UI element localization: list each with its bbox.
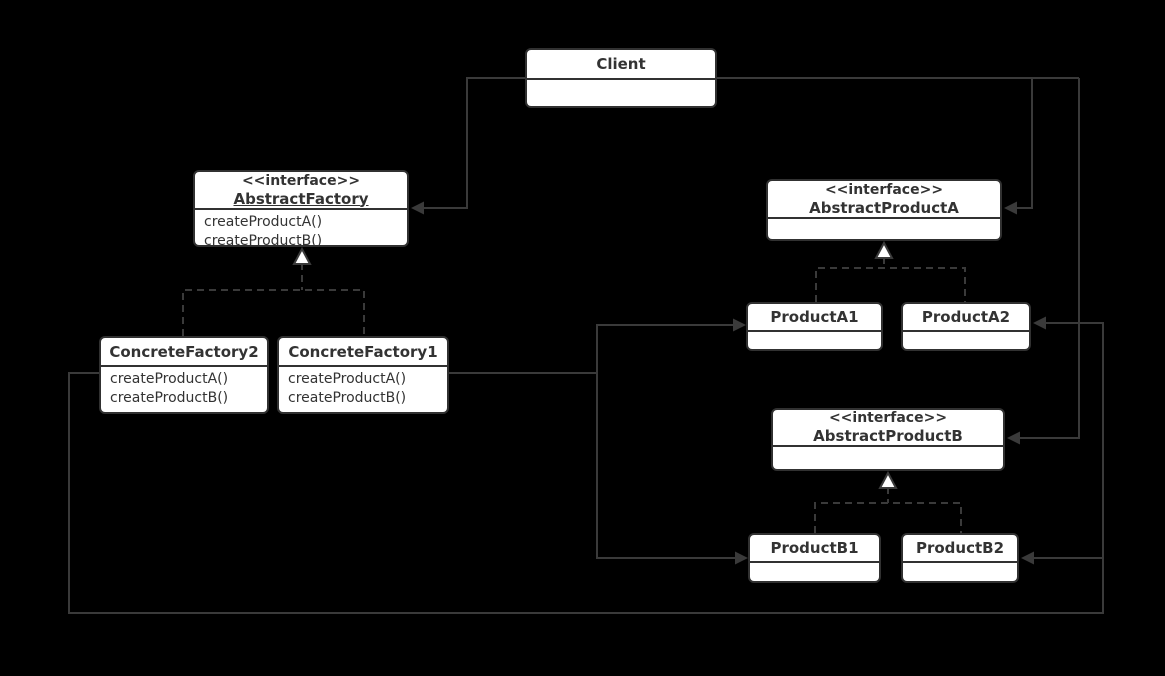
arrowhead-producta1-icon	[733, 318, 746, 332]
class-producta2[interactable]: ProductA2	[901, 302, 1031, 351]
class-producta1[interactable]: ProductA1	[746, 302, 883, 351]
class-producta2-header: ProductA2	[903, 304, 1029, 332]
class-abstractproductb-name: AbstractProductB	[813, 427, 963, 445]
class-producta2-name: ProductA2	[921, 308, 1011, 326]
class-abstractproducta-name: AbstractProductA	[809, 198, 959, 217]
edge-concretefactory1-to-productb1	[596, 373, 735, 559]
method-createproducta: createProductA()	[204, 214, 323, 230]
edge-concretefactory1-to-producta1	[596, 324, 733, 373]
class-concretefactory2-name: ConcreteFactory2	[109, 342, 259, 361]
arrowhead-productb1-icon	[735, 551, 748, 565]
class-productb1-header: ProductB1	[750, 535, 879, 563]
class-concretefactory1-name: ConcreteFactory1	[288, 342, 438, 361]
class-abstractproducta[interactable]: <<interface>> AbstractProductA	[766, 179, 1002, 241]
class-abstractproducta-header: <<interface>> AbstractProductA	[768, 181, 1000, 219]
class-productb2[interactable]: ProductB2	[901, 533, 1019, 583]
arrowhead-abstractproducta-icon	[1004, 201, 1017, 215]
method-createproducta: createProductA()	[288, 371, 407, 387]
method-createproductb: createProductB()	[204, 233, 323, 249]
class-concretefactory1[interactable]: ConcreteFactory1 createProductA() create…	[277, 336, 449, 414]
hollow-arrowhead-abstractproducta-icon	[874, 240, 894, 259]
edge-realization-abstractproductb	[814, 487, 962, 533]
class-abstractproducta-body	[768, 219, 1000, 222]
class-abstractfactory[interactable]: <<interface>> AbstractFactory createProd…	[193, 170, 409, 249]
class-abstractproducta-stereotype: <<interface>>	[824, 181, 944, 198]
arrowhead-producta2-icon	[1033, 316, 1046, 330]
class-client-name: Client	[596, 55, 646, 73]
class-client[interactable]: Client	[525, 48, 717, 108]
class-productb1[interactable]: ProductB1	[748, 533, 881, 583]
class-productb2-body	[903, 563, 1017, 566]
class-concretefactory2-body: createProductA() createProductB()	[101, 367, 267, 408]
class-abstractproductb-body	[773, 447, 1003, 450]
class-producta2-body	[903, 332, 1029, 335]
class-concretefactory2-header: ConcreteFactory2	[101, 338, 267, 367]
hollow-arrowhead-abstractfactory-icon	[292, 246, 312, 265]
arrowhead-abstractfactory-icon	[411, 201, 424, 215]
class-productb1-name: ProductB1	[770, 539, 859, 557]
class-client-header: Client	[527, 50, 715, 80]
edge-realization-abstractproducta	[815, 257, 966, 302]
class-productb2-header: ProductB2	[903, 535, 1017, 563]
class-producta1-body	[748, 332, 881, 335]
class-producta1-header: ProductA1	[748, 304, 881, 332]
class-abstractproductb[interactable]: <<interface>> AbstractProductB	[771, 408, 1005, 471]
hollow-arrowhead-abstractproductb-icon	[878, 470, 898, 489]
edge-client-to-abstractproducta	[1017, 78, 1033, 209]
class-abstractfactory-name: AbstractFactory	[233, 189, 369, 208]
class-client-body	[527, 80, 715, 83]
class-abstractproductb-header: <<interface>> AbstractProductB	[773, 410, 1003, 447]
class-abstractproductb-stereotype: <<interface>>	[828, 410, 948, 426]
edge-client-to-abstractfactory	[424, 77, 525, 209]
class-productb1-body	[750, 563, 879, 566]
edge-concretefactory2-to-producta2	[68, 322, 1104, 614]
class-abstractfactory-header: <<interface>> AbstractFactory	[195, 172, 407, 210]
class-concretefactory1-body: createProductA() createProductB()	[279, 367, 447, 408]
edge-realization-abstractfactory	[182, 263, 365, 336]
class-concretefactory2[interactable]: ConcreteFactory2 createProductA() create…	[99, 336, 269, 414]
method-createproductb: createProductB()	[110, 390, 229, 406]
edge-client-to-abstractproductb	[1020, 78, 1080, 439]
class-concretefactory1-header: ConcreteFactory1	[279, 338, 447, 367]
class-abstractfactory-body: createProductA() createProductB()	[195, 210, 407, 251]
class-abstractfactory-stereotype: <<interface>>	[241, 172, 361, 189]
arrowhead-abstractproductb-icon	[1007, 431, 1020, 445]
class-producta1-name: ProductA1	[770, 308, 859, 326]
method-createproductb: createProductB()	[288, 390, 407, 406]
method-createproducta: createProductA()	[110, 371, 229, 387]
arrowhead-productb2-icon	[1021, 551, 1034, 565]
class-productb2-name: ProductB2	[915, 539, 1005, 557]
